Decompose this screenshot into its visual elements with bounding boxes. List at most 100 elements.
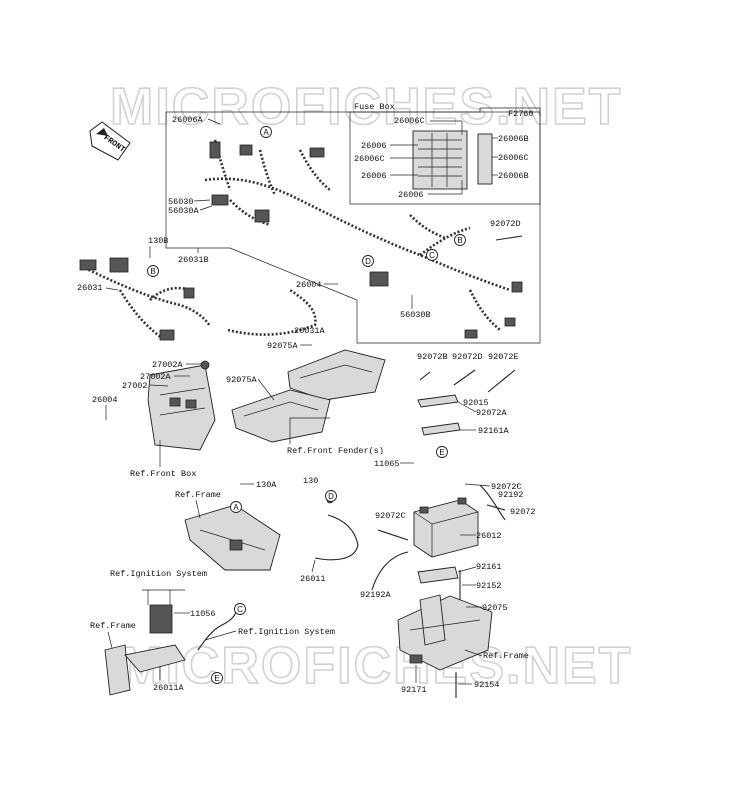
part-label: 26031 [77, 283, 103, 293]
callout-b-right: B [454, 234, 466, 246]
fuse-label-left-3: 26006 [361, 171, 387, 181]
part-label: 92152 [476, 581, 502, 591]
fuse-label-left-4: 26006 [398, 190, 424, 200]
watermark-top: MICROFICHES.NET [110, 78, 622, 136]
callout-e-low: E [211, 672, 223, 684]
part-label: 92072A [476, 408, 508, 418]
part-label: 56030 [168, 197, 194, 207]
fuse-box-title: Fuse Box [354, 102, 395, 112]
part-label: 92072C [491, 482, 522, 492]
part-label: 27002A [140, 372, 172, 382]
part-label: 26006A [172, 115, 204, 125]
callout-e-mid: E [436, 446, 448, 458]
part-label: 92072 [510, 507, 536, 517]
part-label: 92015 [463, 398, 489, 408]
callout-b-left: B [147, 265, 159, 277]
ref-label: Ref.Frame [175, 490, 221, 500]
fuse-label-right-2: 26006B [498, 171, 529, 181]
svg-text:D: D [365, 257, 371, 266]
part-label: 130B [148, 236, 168, 246]
ref-label: Ref.Ignition System [238, 627, 335, 637]
front-sub-harness [79, 257, 212, 342]
fuse-label-left-1: 26006 [361, 141, 387, 151]
svg-text:A: A [233, 503, 239, 512]
part-label: 26004 [92, 395, 118, 405]
part-label: 56030B [400, 310, 431, 320]
fuse-label-right-1: 26006C [498, 153, 529, 163]
part-label: 92075A [226, 375, 258, 385]
ground-cable-26011 [314, 514, 359, 561]
front-box [147, 360, 216, 451]
part-label: 11065 [374, 459, 400, 469]
part-label: 92192 [498, 490, 524, 500]
part-label: 130 [303, 476, 318, 486]
ref-label: Ref.Frame [90, 621, 136, 631]
battery [413, 497, 479, 558]
part-label: 92075 [482, 603, 508, 613]
svg-text:B: B [150, 267, 155, 276]
ref-label: Ref.Front Box [130, 469, 196, 479]
part-label: 27002 [122, 381, 148, 391]
fuse-label-right-0: 26006B [498, 134, 529, 144]
ref-label: Ref.Ignition System [110, 569, 207, 579]
pad-92161a [421, 422, 461, 436]
watermark-bottom: MICROFICHES.NET [120, 637, 632, 695]
part-label: 26031A [294, 326, 326, 336]
part-label: 11056 [190, 609, 216, 619]
svg-text:C: C [429, 251, 435, 260]
fuse-label-left-0: 26006C [394, 116, 425, 126]
battery-cable-92192 [479, 484, 506, 521]
pad-92161 [417, 566, 459, 584]
part-label: 92171 [401, 685, 427, 695]
part-label: 92072D [452, 352, 483, 362]
strap-92072d-top [495, 235, 523, 241]
ref-label: Ref.Frame [483, 651, 529, 661]
part-label: 26011A [153, 683, 185, 693]
part-label: 92154 [474, 680, 500, 690]
part-label: 92072D [490, 219, 521, 229]
svg-text:E: E [214, 674, 219, 683]
frame-lower-left [104, 604, 237, 696]
svg-text:C: C [237, 605, 243, 614]
fuse-box-frame [349, 111, 541, 205]
front-direction-badge: FRONT [89, 121, 131, 161]
svg-text:A: A [263, 128, 269, 137]
callout-d-top: D [362, 255, 374, 267]
fuse-box-inset: Fuse Box F2760 26006C 26006 26006C 26006… [349, 102, 541, 205]
part-label: 26004 [296, 280, 322, 290]
svg-text:E: E [439, 448, 444, 457]
part-label: 26031B [178, 255, 209, 265]
fuse-label-left-2: 26006C [354, 154, 385, 164]
battery-cable-92192a [371, 551, 409, 591]
part-label: 92192A [360, 590, 392, 600]
front-fenders [231, 349, 386, 443]
ref-label: Ref.Front Fender(s) [287, 446, 384, 456]
part-label: 92072C [375, 511, 406, 521]
callout-c-top: C [426, 249, 438, 261]
main-wire-harness [204, 139, 523, 339]
callout-c-low: C [234, 603, 246, 615]
pad-92072a [417, 394, 459, 408]
svg-text:D: D [328, 492, 334, 501]
part-label: 26011 [300, 574, 326, 584]
part-label: 92072E [488, 352, 519, 362]
part-label: 92161 [476, 562, 502, 572]
part-label: 92072B [417, 352, 448, 362]
part-label: 56030A [168, 206, 200, 216]
part-label: 27002A [152, 360, 184, 370]
part-label: 130A [256, 480, 277, 490]
part-label: 92075A [267, 341, 299, 351]
part-labels: 26006A 56030 56030A 26031B 130B 26031 26… [77, 115, 536, 695]
harness-26031a [227, 288, 317, 336]
part-label: 26012 [476, 531, 502, 541]
callout-d-mid: D [325, 490, 337, 502]
fuse-box-body [412, 130, 468, 190]
svg-text:B: B [457, 236, 462, 245]
callout-a-top: A [260, 126, 272, 138]
part-label: 92161A [478, 426, 510, 436]
callout-a-mid: A [230, 501, 242, 513]
reference-labels: Ref.Front Box Ref.Front Fender(s) Ref.Fr… [90, 417, 529, 661]
fuse-box-code: F2760 [508, 109, 534, 119]
